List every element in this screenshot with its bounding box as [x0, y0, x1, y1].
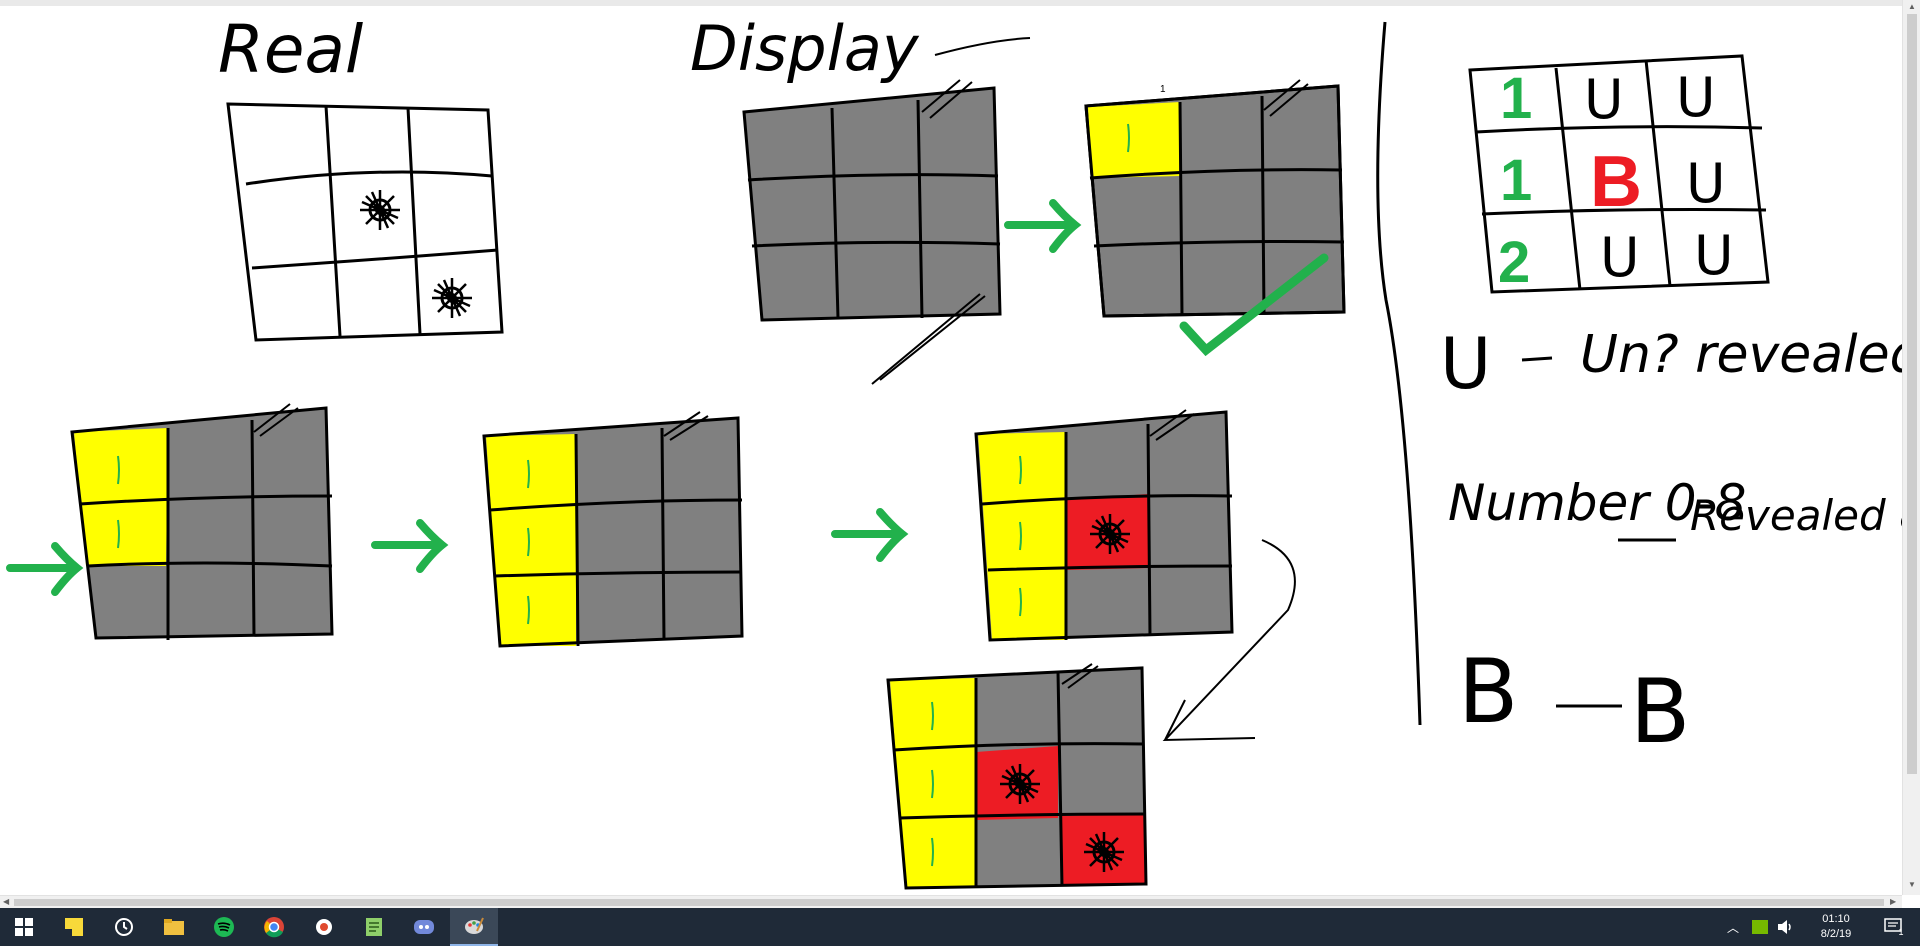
vertical-scroll-thumb[interactable]: [1907, 14, 1917, 774]
legend-cell: U: [1676, 66, 1716, 129]
green-arrow-icon: [10, 546, 77, 592]
legend-u-desc: Un? revealed: [1580, 325, 1920, 385]
discord-icon: [414, 920, 434, 934]
mine-icon: [1088, 512, 1132, 556]
notification-count: 1: [1898, 927, 1904, 937]
legend-cell: B: [1590, 142, 1642, 222]
green-arrow-icon: [375, 523, 442, 569]
mine-icon: [430, 276, 474, 320]
display-grid-2: 1: [1084, 79, 1346, 357]
legend-col-1: 1: [1500, 66, 1532, 131]
display-grid-4: [482, 411, 744, 648]
clock-date: 8/2/19: [1820, 928, 1852, 940]
paint-icon: [465, 917, 484, 934]
one-label: 1: [1160, 84, 1166, 95]
legend-col-3: 2: [1498, 230, 1530, 295]
legend-b-desc: B: [1630, 660, 1690, 763]
notification-icon: [1884, 918, 1903, 932]
green-arrow-icon: [835, 512, 902, 558]
real-grid: [226, 102, 504, 342]
horizontal-scrollbar[interactable]: ◀ ▶: [0, 895, 1902, 909]
chevron-up-icon: ︿: [1726, 920, 1739, 935]
curved-arrow-icon: [1162, 539, 1296, 742]
start-button[interactable]: [0, 908, 48, 946]
scroll-left-icon[interactable]: ◀: [3, 897, 10, 906]
volume-icon: [1778, 920, 1791, 934]
taskbar-spotify[interactable]: [200, 908, 248, 946]
legend-cell: U: [1600, 226, 1640, 289]
mine-icon: [1082, 830, 1126, 874]
legend-col-2: 1: [1500, 148, 1532, 213]
legend-b-key: B: [1458, 640, 1518, 743]
spotify-icon: [214, 917, 234, 937]
scroll-up-icon[interactable]: ▲: [1908, 2, 1916, 11]
nvidia-icon: [1752, 920, 1768, 934]
app-icon: [316, 919, 332, 935]
chrome-icon: [264, 917, 284, 938]
folder-icon: [164, 919, 184, 935]
display-grid-6: [886, 663, 1148, 890]
tray-nvidia[interactable]: [1748, 908, 1772, 946]
show-hidden-icons-button[interactable]: ︿: [1722, 908, 1744, 946]
legend-cell: U: [1694, 224, 1734, 287]
taskbar-notepad[interactable]: [350, 908, 398, 946]
clock-time: 01:10: [1822, 913, 1850, 925]
horizontal-scroll-thumb[interactable]: [14, 899, 1884, 906]
legend-cell: U: [1584, 68, 1624, 131]
legend-grid: 1 1 2 U U B U U U: [1468, 54, 1770, 295]
scroll-down-icon[interactable]: ▼: [1908, 880, 1916, 889]
notepad-icon: [366, 918, 382, 936]
taskbar-sticky-notes[interactable]: [50, 908, 98, 946]
legend-number-key: Number 0-8: [1448, 474, 1746, 532]
mine-icon: [998, 762, 1042, 806]
taskbar-app[interactable]: [300, 908, 348, 946]
scroll-right-icon[interactable]: ▶: [1890, 897, 1897, 906]
sticky-notes-icon: [65, 918, 83, 936]
display-grid-5: [974, 409, 1234, 642]
taskbar-discord[interactable]: [400, 908, 448, 946]
taskbar-paint[interactable]: [450, 908, 498, 946]
display-grid-3: [70, 403, 334, 640]
legend-number-desc: Revealed & Mines adjacent: [1690, 491, 1920, 540]
checkmark-icon: [1179, 253, 1329, 357]
green-arrow-icon: [1008, 203, 1075, 249]
display-grid-1: [742, 79, 1002, 385]
taskbar-clock[interactable]: 01:10 8/2/19: [1806, 912, 1866, 942]
action-center-button[interactable]: 1: [1876, 908, 1912, 946]
tray-volume[interactable]: [1774, 908, 1798, 946]
heading-real: Real: [218, 11, 364, 88]
windows-icon: [15, 918, 33, 936]
taskbar-alarms-clock[interactable]: [100, 908, 148, 946]
taskbar-chrome[interactable]: [250, 908, 298, 946]
heading-display: Display: [690, 12, 920, 85]
taskbar-file-explorer[interactable]: [150, 908, 198, 946]
vertical-scrollbar[interactable]: ▲ ▼: [1902, 0, 1920, 895]
legend-cell: U: [1686, 152, 1726, 215]
mine-icon: [358, 188, 402, 232]
legend-u-key: U: [1440, 323, 1491, 405]
taskbar: ︿ 01:10 8/2/19 1: [0, 908, 1920, 946]
clock-icon: [115, 918, 133, 936]
